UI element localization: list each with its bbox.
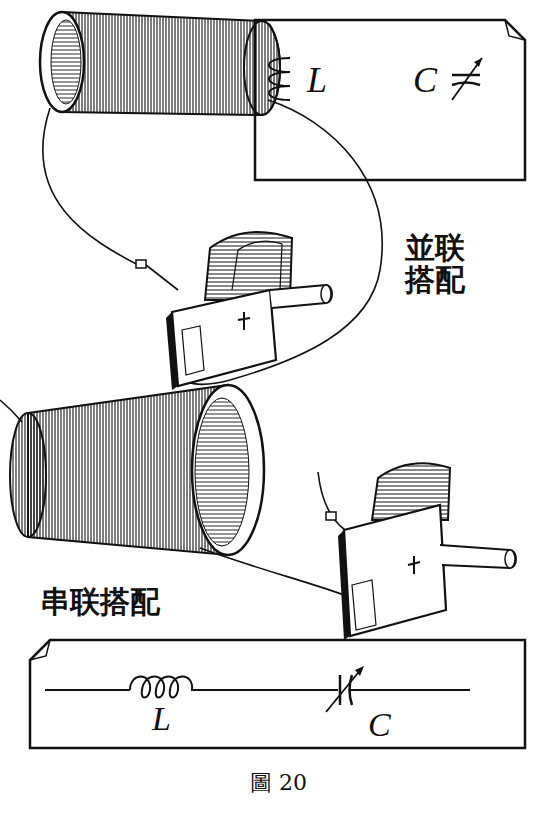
- box-outline: [30, 640, 525, 748]
- arrangement-label: 串联搭配: [40, 586, 240, 618]
- symbol-letter: C: [413, 62, 437, 98]
- coil-top: [40, 12, 280, 115]
- schematic-box: LC: [255, 20, 525, 180]
- arrangement-label: 並联 搭配: [405, 232, 475, 295]
- symbol-letter: C: [368, 708, 391, 742]
- wire: [43, 108, 140, 266]
- wire: [0, 400, 22, 422]
- symbol-letter: L: [152, 702, 171, 736]
- capacitor-top: [166, 232, 332, 390]
- inductor-symbol: [269, 58, 290, 100]
- symbol-letter: L: [307, 62, 327, 98]
- box-outline: [255, 20, 525, 180]
- figure-caption: 圖 20: [250, 768, 307, 798]
- capacitor-symbol: [452, 58, 482, 100]
- capacitor-bottom: [338, 463, 516, 640]
- series-circuit: [45, 666, 470, 712]
- coil-bottom: [10, 385, 264, 555]
- wire: [200, 548, 352, 598]
- schematic-box: LC: [30, 640, 525, 748]
